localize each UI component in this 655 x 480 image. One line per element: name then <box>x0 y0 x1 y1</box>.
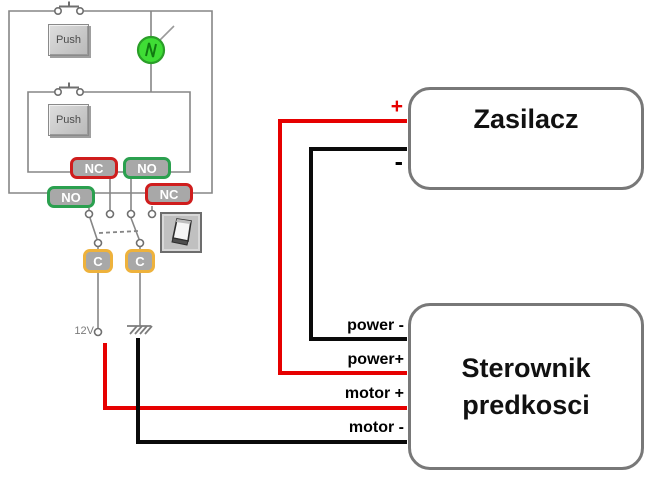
indicator-lamp-icon <box>136 25 175 65</box>
dpdt-switch <box>84 209 157 248</box>
push-button-1-label: Push <box>55 33 82 46</box>
push-button-1[interactable]: Push <box>48 24 89 56</box>
push-button-symbol-1 <box>59 1 79 8</box>
push-button-2-label: Push <box>55 113 82 126</box>
supply-plus-label: + <box>390 95 403 118</box>
badge-no-bottom: NO <box>47 186 95 208</box>
push-button-symbol-2 <box>59 82 79 89</box>
ground-icon <box>127 325 153 335</box>
rocker-glyph <box>171 218 192 246</box>
badge-no-top: NO <box>123 157 171 179</box>
supply-minus-label: - <box>394 148 403 176</box>
power-supply-box: Zasilacz <box>408 87 644 190</box>
red-wires <box>103 119 407 410</box>
badge-common-right: C <box>125 249 155 273</box>
badge-nc-top: NC <box>70 157 118 179</box>
badge-common-left: C <box>83 249 113 273</box>
power-supply-title: Zasilacz <box>473 104 579 134</box>
controller-title-line2: predkosci <box>462 389 590 420</box>
badge-nc-bottom: NC <box>145 183 193 205</box>
supply-voltage-label: 12V <box>74 325 94 337</box>
symbol-terminals <box>53 7 85 97</box>
rocker-switch-icon[interactable] <box>160 212 202 253</box>
terminal-label-power-neg: power - <box>347 317 404 334</box>
terminal-label-motor-pos: motor + <box>344 385 404 402</box>
controller-box: Sterownik predkosci <box>408 303 644 470</box>
push-button-2[interactable]: Push <box>48 104 89 136</box>
terminal-label-motor-neg: motor - <box>348 419 404 436</box>
supply-terminal <box>93 327 103 337</box>
terminal-label-power-pos: power+ <box>347 351 404 368</box>
controller-title-line1: Sterownik <box>461 352 591 383</box>
black-wires <box>136 147 407 444</box>
